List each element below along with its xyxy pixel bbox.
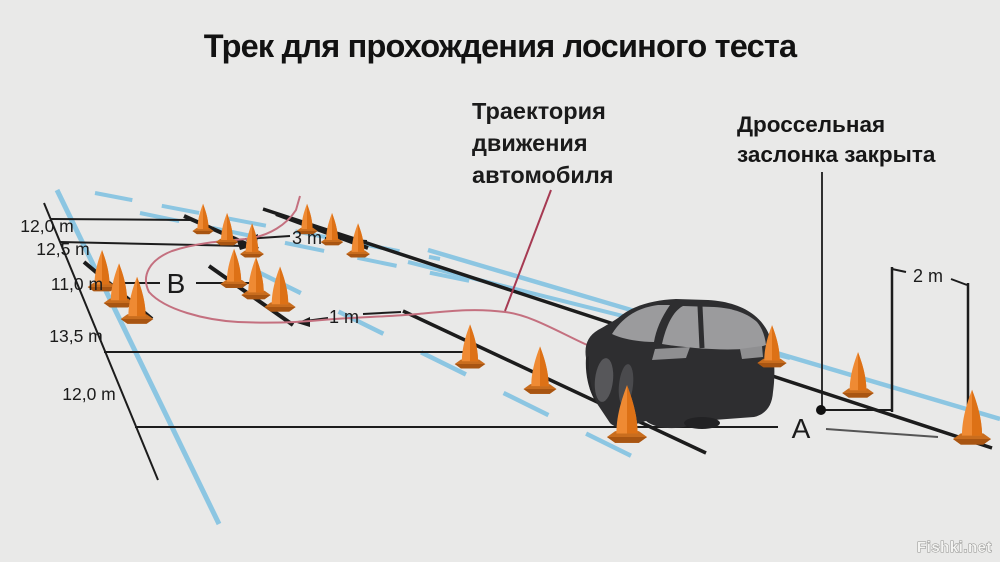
trajectory-label-line2: движения [472, 130, 588, 156]
trajectory-label-line1: Траектория [472, 98, 606, 124]
car-trajectory-path [144, 195, 649, 373]
throttle-label-line1: Дроссельная [737, 112, 885, 137]
car-front-wheel [594, 358, 614, 402]
car-front-bumper [585, 356, 602, 410]
measurement-labels: 12,0 m 12,5 m 11,0 m 13,5 m 12,0 m 3 m 1… [20, 216, 943, 444]
cone-icon [192, 203, 214, 235]
throttle-annotation: Дроссельная заслонка закрыта [737, 112, 936, 167]
car-rear-wheel [684, 417, 720, 429]
measure-label-11-0: 11,0 m [51, 274, 103, 294]
trajectory-annotation: Траектория движения автомобиля [472, 98, 613, 188]
car-side-windows [662, 306, 766, 350]
measure-line-12-5 [59, 241, 247, 247]
measure-label-12-5: 12,5 m [36, 239, 90, 259]
gate-line-upper-left [183, 214, 259, 251]
cone-icon [952, 389, 992, 445]
throttle-point-dot [816, 405, 826, 415]
gap-label-2m: 2 m [913, 266, 943, 286]
gap-2m-right-tick [950, 278, 968, 286]
track-left-edge-line [54, 188, 222, 526]
gap-label-3m: 3 m [292, 228, 322, 248]
car-side-detail-front [652, 347, 690, 360]
gap-2m-left-tick [891, 268, 907, 273]
measure-line-a-right [825, 428, 939, 438]
track-dashed-line-upper [139, 211, 471, 283]
near-lane-line [402, 309, 707, 455]
throttle-label-line2: заслонка закрыта [737, 142, 936, 167]
measure-line-12-0-top [49, 218, 191, 221]
point-label-b: B [167, 268, 186, 299]
trajectory-leader-line [504, 189, 552, 312]
trajectory-label-line3: автомобиля [472, 162, 613, 188]
car-side-detail-rear [740, 346, 763, 359]
watermark: Fishki.net [917, 539, 992, 556]
measure-label-12-0-top: 12,0 m [20, 216, 74, 236]
track-dashed-line-near [255, 268, 669, 477]
track-black-lines [43, 172, 993, 481]
car [585, 299, 775, 429]
car-windshield [612, 305, 670, 342]
measure-label-12-0-bottom: 12,0 m [62, 384, 116, 404]
gap-label-1m: 1 m [329, 307, 359, 327]
cone-icon [240, 223, 264, 258]
dimension-baseline [43, 202, 159, 481]
car-pillar [697, 305, 705, 349]
point-label-a: A [792, 413, 811, 444]
measure-label-13-5: 13,5 m [49, 326, 103, 346]
diagram-title: Трек для прохождения лосиного теста [204, 28, 798, 64]
gap-1m-right-tick [362, 311, 402, 315]
